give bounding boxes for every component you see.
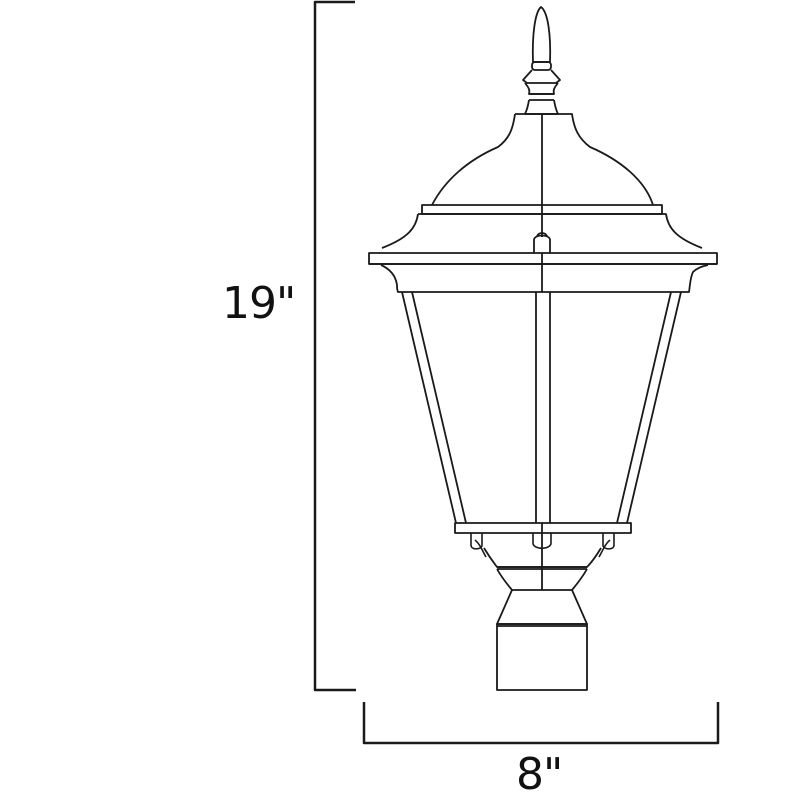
width-dimension-label: 8" bbox=[516, 749, 563, 800]
dome-cap bbox=[381, 113, 703, 253]
glass-panels bbox=[401, 291, 682, 524]
tapered-collar bbox=[483, 547, 602, 591]
height-dimension-bracket bbox=[313, 0, 356, 692]
width-dimension-bracket bbox=[362, 702, 720, 745]
height-dimension-label: 19" bbox=[222, 278, 296, 329]
bottom-frame-band bbox=[454, 522, 632, 590]
post-fitter bbox=[496, 589, 588, 691]
bottom-bracket-feet bbox=[470, 533, 615, 558]
roof-flare bbox=[368, 252, 718, 293]
finial bbox=[522, 6, 561, 115]
